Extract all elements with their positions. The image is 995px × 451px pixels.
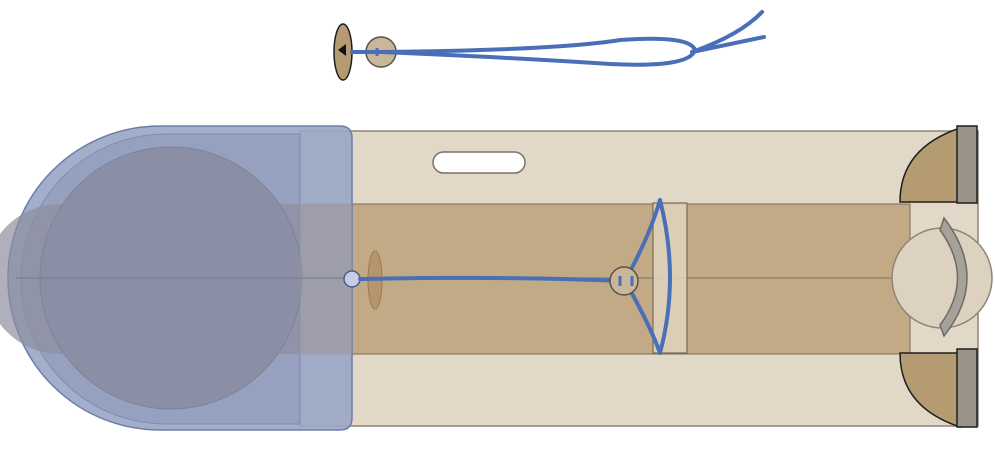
blue-end-cap (0, 125, 353, 431)
right-round-cutout (891, 227, 993, 329)
washer-notch-icon (338, 44, 346, 56)
cord-anchor-bead (343, 270, 361, 288)
upper-clamp (899, 126, 961, 203)
inner-cord-bead (609, 266, 639, 296)
right-end-clamps (899, 125, 978, 429)
right-curved-clip (939, 216, 968, 338)
lower-clamp-plate (956, 348, 978, 428)
upper-clamp-plate (956, 125, 978, 204)
hand-slot (432, 151, 526, 174)
lower-clamp (899, 352, 961, 429)
cord-loop (350, 36, 698, 67)
inner-cord (358, 275, 627, 283)
inner-cord-arc (658, 198, 672, 355)
loose-cord-assembly (333, 10, 766, 81)
cord-tail-lower (690, 35, 766, 54)
